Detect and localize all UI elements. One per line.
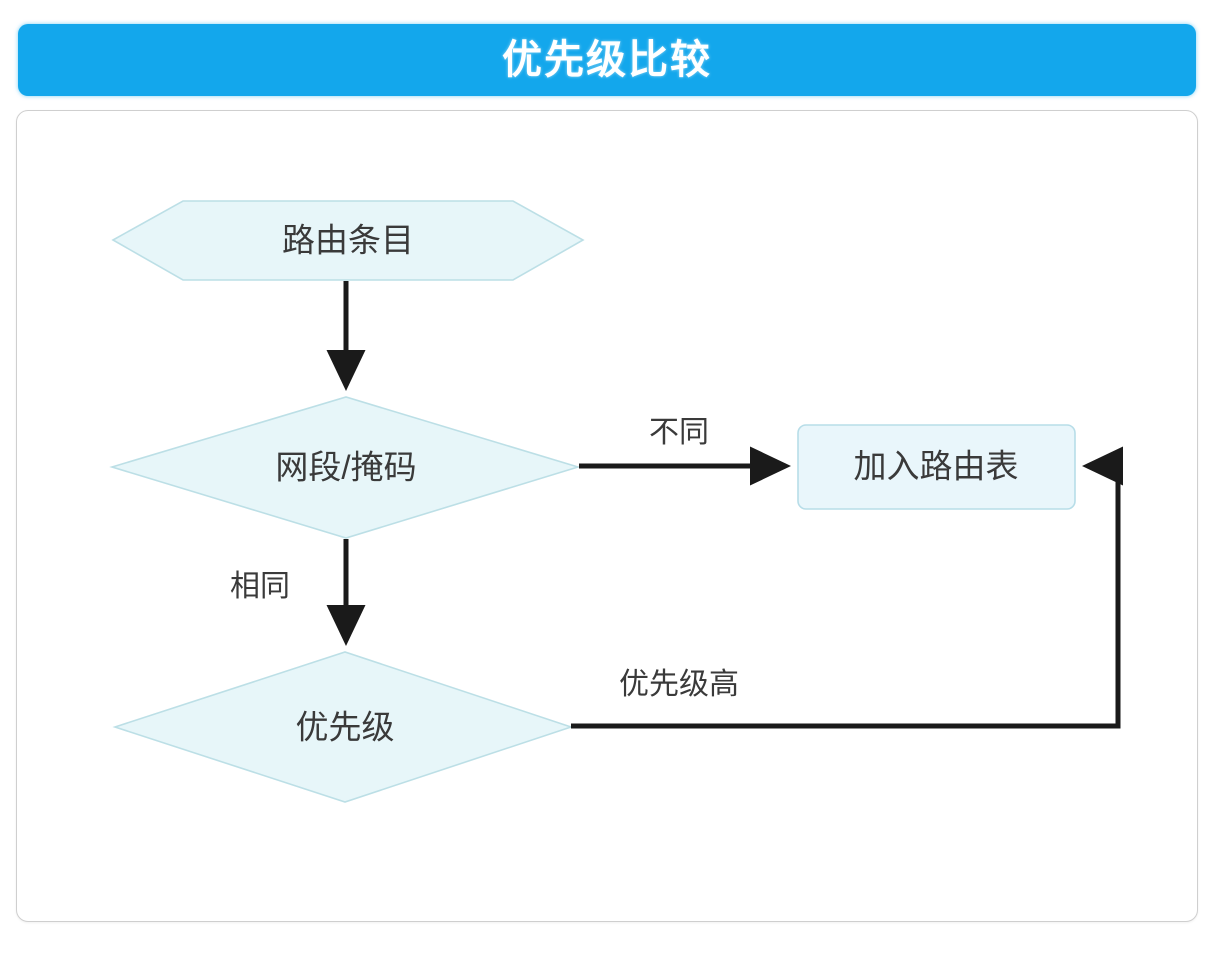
title-bar: 优先级比较 bbox=[18, 24, 1196, 96]
node-label-network-mask: 网段/掩码 bbox=[275, 448, 417, 486]
diagram-frame bbox=[16, 110, 1198, 922]
edge-label-higher-priority: 优先级高 bbox=[619, 668, 739, 701]
page-title: 优先级比较 bbox=[502, 38, 712, 82]
node-label-priority: 优先级 bbox=[295, 708, 395, 746]
node-label-route-entry: 路由条目 bbox=[282, 221, 414, 259]
node-label-add-to-table: 加入路由表 bbox=[853, 447, 1019, 485]
edge-label-different: 不同 bbox=[649, 416, 709, 449]
edge-label-same: 相同 bbox=[230, 570, 290, 603]
